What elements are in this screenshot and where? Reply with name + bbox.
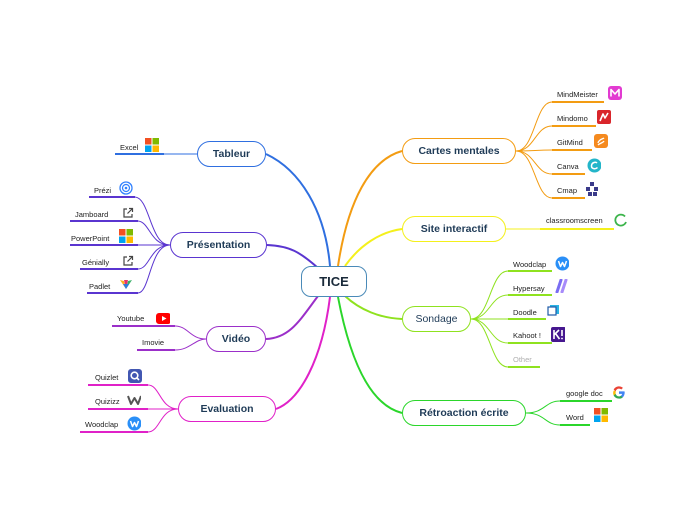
leaf-cmap[interactable]: Cmap	[557, 186, 578, 195]
wooclap-icon	[555, 256, 569, 270]
padlet-fan-icon	[119, 277, 133, 291]
leaf-powerpoint[interactable]: PowerPoint	[71, 234, 110, 243]
mindmeister-icon	[608, 86, 622, 100]
leaf-mindomo[interactable]: Mindomo	[557, 114, 588, 123]
branch-cartes-mentales[interactable]: Cartes mentales	[402, 138, 516, 164]
link-video	[265, 295, 319, 340]
canva-icon	[587, 158, 601, 172]
external-link-icon	[121, 206, 135, 220]
root-node[interactable]: TICE	[301, 266, 367, 297]
prezi-circle-icon	[119, 181, 133, 195]
windows-tiles-icon	[145, 138, 159, 152]
leaf-doodle[interactable]: Doodle	[513, 308, 537, 317]
link-cartes	[337, 150, 403, 267]
leaf-kahoot[interactable]: Kahoot !	[513, 331, 541, 340]
leaf-mindmeister[interactable]: MindMeister	[557, 90, 598, 99]
leaf-wooclap[interactable]: Woodclap	[513, 260, 547, 269]
wooclap-icon	[127, 416, 141, 430]
leaf-hypersay[interactable]: Hypersay	[513, 284, 545, 293]
branch-label: Tableur	[212, 148, 251, 160]
link-evaluation	[275, 296, 331, 410]
quizizz-icon	[127, 393, 141, 407]
branch-label: Vidéo	[221, 333, 251, 345]
leaf-quizizz[interactable]: Quizizz	[95, 397, 120, 406]
root-label: TICE	[319, 274, 349, 289]
link-site	[344, 228, 403, 267]
mindomo-icon	[597, 110, 611, 124]
branch-presentation[interactable]: Présentation	[170, 232, 267, 258]
windows-tiles-icon	[119, 229, 133, 243]
leaf-other[interactable]: Other	[513, 355, 532, 364]
branch-label: Evaluation	[200, 403, 254, 415]
doodle-icon	[546, 303, 560, 317]
kahoot-icon	[551, 326, 565, 342]
branch-retroaction-ecrite[interactable]: Rétroaction écrite	[402, 400, 526, 426]
leaf-padlet[interactable]: Padlet	[89, 282, 111, 291]
link-tableur	[265, 153, 331, 267]
branch-sondage[interactable]: Sondage	[402, 306, 471, 332]
branch-video[interactable]: Vidéo	[206, 326, 266, 352]
leaf-imovie[interactable]: Imovie	[142, 338, 165, 347]
branch-site-interactif[interactable]: Site interactif	[402, 216, 506, 242]
hypersay-icon	[554, 279, 568, 293]
leaf-genially[interactable]: Génially	[82, 258, 110, 267]
windows-tiles-icon	[594, 408, 608, 422]
quizlet-icon	[128, 369, 142, 383]
branch-tableur[interactable]: Tableur	[197, 141, 266, 167]
leaf-gitmind[interactable]: GitMind	[557, 138, 583, 147]
leaf-jamboard[interactable]: Jamboard	[75, 210, 109, 219]
google-icon	[612, 385, 626, 399]
leaf-youtube[interactable]: Youtube	[117, 314, 145, 323]
youtube-icon	[156, 311, 170, 325]
branch-label: Présentation	[186, 239, 251, 251]
leaf-prezi[interactable]: Prézi	[94, 186, 112, 195]
leaf-excel[interactable]: Excel	[120, 143, 139, 152]
leaf-word[interactable]: Word	[566, 413, 584, 422]
gitmind-icon	[594, 134, 608, 148]
link-sondage	[344, 295, 403, 320]
link-retroaction	[337, 296, 403, 414]
branch-label: Sondage	[415, 313, 458, 325]
leaf-wooclap-eval[interactable]: Woodclap	[85, 420, 119, 429]
leaf-quizlet[interactable]: Quizlet	[95, 373, 119, 382]
leaf-classroomscreen[interactable]: classroomscreen	[546, 216, 603, 225]
leaf-google-doc[interactable]: google doc	[566, 389, 603, 398]
branch-label: Cartes mentales	[418, 145, 500, 157]
branch-evaluation[interactable]: Evaluation	[178, 396, 276, 422]
branch-label: Site interactif	[420, 223, 488, 235]
link-presentation	[266, 244, 319, 269]
branch-label: Rétroaction écrite	[419, 407, 509, 419]
leaf-canva[interactable]: Canva	[557, 162, 579, 171]
external-link-icon	[121, 254, 135, 268]
cmap-icon	[585, 182, 599, 196]
classroomscreen-icon	[614, 213, 628, 227]
